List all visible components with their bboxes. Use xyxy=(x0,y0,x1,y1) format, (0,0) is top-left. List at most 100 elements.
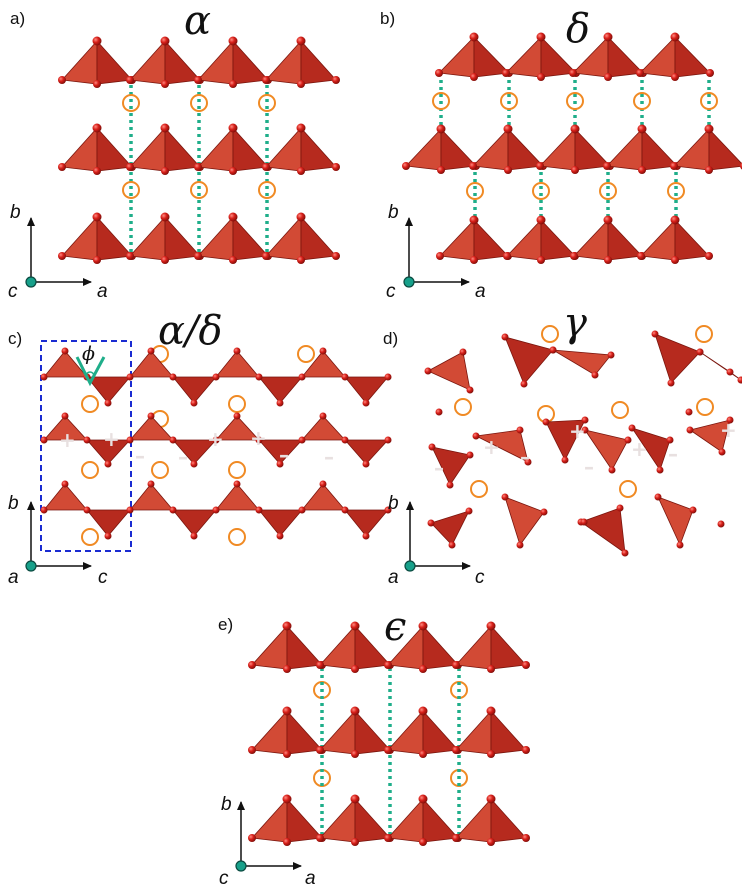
cation-ring xyxy=(151,461,169,479)
cation-ring xyxy=(190,181,208,199)
tetrahedron-face xyxy=(440,127,477,171)
oxygen-atom xyxy=(262,163,270,171)
tetrahedron-face xyxy=(232,126,269,172)
oxygen-atom xyxy=(147,412,155,420)
panel-c-axis-right-label: c xyxy=(98,567,108,588)
panel-b-axis-origin-label: c xyxy=(386,281,396,302)
tetrahedron-face xyxy=(265,126,302,172)
oxygen-atom xyxy=(522,834,530,842)
oxygen-atom xyxy=(350,794,360,804)
panel-c-minus-sign: – xyxy=(135,444,145,468)
oxygen-atom xyxy=(705,166,713,174)
tetrahedron-face xyxy=(164,215,201,261)
tetrahedron-face xyxy=(490,709,527,755)
tetrahedron-face xyxy=(422,709,459,755)
oxygen-atom xyxy=(469,32,479,42)
panel-epsilon xyxy=(235,621,530,872)
tetrahedron-face xyxy=(640,218,676,261)
tetrahedron-face xyxy=(654,333,701,384)
tetrahedron-face xyxy=(504,496,545,546)
oxygen-atom xyxy=(670,162,678,170)
oxygen-atom xyxy=(428,443,436,451)
panel-d-plus-sign: + xyxy=(720,418,737,442)
tetrahedron-face xyxy=(473,218,509,261)
oxygen-atom xyxy=(402,162,410,170)
oxygen-atom xyxy=(591,371,599,379)
cation-ring xyxy=(122,181,140,199)
tetrahedron-face xyxy=(507,127,544,171)
oxygen-atom xyxy=(384,661,392,669)
tetrahedron-face xyxy=(674,218,710,261)
oxygen-atom xyxy=(502,69,510,77)
panel-a-axis-origin-label: c xyxy=(8,281,18,302)
tetrahedron-face xyxy=(61,39,98,85)
oxygen-atom xyxy=(212,506,220,514)
oxygen-atom xyxy=(169,436,177,444)
tetrahedron-face xyxy=(506,218,542,261)
tetrahedron-face xyxy=(43,415,88,441)
oxygen-atom xyxy=(549,346,557,354)
panel-e-axis-up-label: b xyxy=(221,794,232,815)
oxygen-atom xyxy=(283,750,291,758)
oxygen-atom xyxy=(607,351,615,359)
oxygen-atom xyxy=(229,80,237,88)
oxygen-atom xyxy=(190,460,198,468)
oxygen-atom xyxy=(40,373,48,381)
oxygen-atom xyxy=(459,348,467,356)
oxygen-atom xyxy=(536,32,546,42)
panel-d-axis-origin-label: a xyxy=(388,567,399,588)
oxygen-atom xyxy=(229,256,237,264)
oxygen-atom xyxy=(58,163,66,171)
oxygen-atom xyxy=(465,507,473,515)
oxygen-atom xyxy=(319,480,327,488)
tetrahedron-face xyxy=(641,127,678,171)
cation-ring xyxy=(541,325,559,343)
axis-origin-dot xyxy=(403,276,415,288)
tetrahedron-face xyxy=(473,36,510,78)
oxygen-atom xyxy=(126,76,134,84)
tetrahedron-face xyxy=(490,797,527,843)
oxygen-atom xyxy=(418,706,428,716)
cation-ring xyxy=(599,182,617,200)
tetrahedron-face xyxy=(545,419,586,461)
tetrahedron-face xyxy=(319,624,356,670)
oxygen-atom xyxy=(636,69,644,77)
tetrahedron-face xyxy=(129,39,166,85)
oxygen-atom xyxy=(233,347,241,355)
tetrahedron-face xyxy=(265,39,302,85)
oxygen-atom xyxy=(435,408,443,416)
cation-ring xyxy=(297,345,315,363)
oxygen-atom xyxy=(522,746,530,754)
oxygen-atom xyxy=(503,252,511,260)
tetrahedron-face xyxy=(286,797,323,843)
oxygen-atom xyxy=(147,347,155,355)
oxygen-atom xyxy=(126,506,134,514)
oxygen-atom xyxy=(504,166,512,174)
cation-ring xyxy=(228,461,246,479)
oxygen-atom xyxy=(255,436,263,444)
tetrahedron-face xyxy=(251,709,288,755)
oxygen-atom xyxy=(726,416,734,424)
unit-cell-box xyxy=(40,340,132,552)
oxygen-atom xyxy=(169,506,177,514)
oxygen-atom xyxy=(686,426,694,434)
tetrahedron-face xyxy=(265,215,302,261)
panel-b-label: b) xyxy=(380,9,395,28)
panel-b-title: δ xyxy=(566,6,590,52)
cation-ring xyxy=(81,395,99,413)
tetrahedron-face xyxy=(129,215,166,261)
tetrahedron-face xyxy=(439,218,475,261)
tetrahedron-face xyxy=(172,509,217,537)
oxygen-atom xyxy=(470,73,478,81)
oxygen-atom xyxy=(296,123,306,133)
oxygen-atom xyxy=(160,123,170,133)
oxygen-atom xyxy=(161,256,169,264)
oxygen-atom xyxy=(446,481,454,489)
tetrahedron-face xyxy=(431,446,471,486)
tetrahedron-face xyxy=(657,496,694,547)
tetrahedron-face xyxy=(96,126,133,172)
oxygen-atom xyxy=(654,493,662,501)
oxygen-atom xyxy=(737,376,742,384)
panel-d-plus-sign: + xyxy=(569,419,586,443)
panel-c-minus-sign: – xyxy=(178,445,188,469)
